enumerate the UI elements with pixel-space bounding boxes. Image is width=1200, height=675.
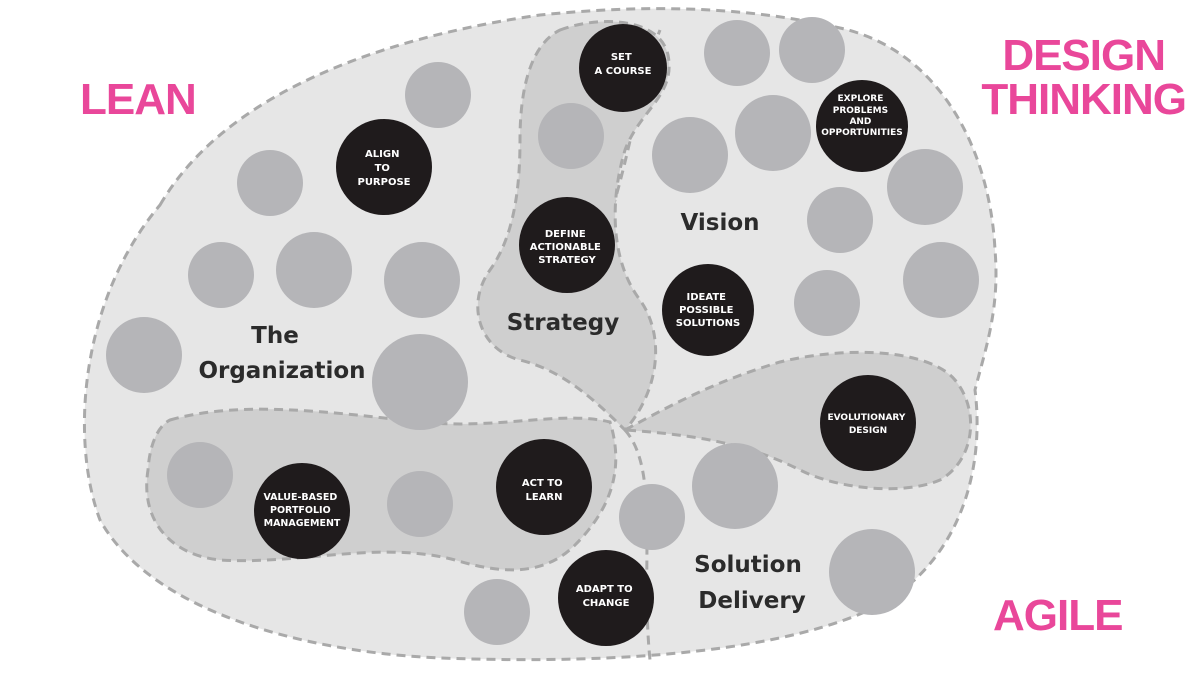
gray-circle xyxy=(538,103,604,169)
region-solution-delivery-label: Solution Delivery xyxy=(694,552,810,614)
node-label-line: DEFINE xyxy=(545,229,586,240)
node-act-to-learn xyxy=(496,439,592,535)
region-label-line: The xyxy=(251,323,299,349)
gray-circle xyxy=(779,17,845,83)
gray-circle xyxy=(807,187,873,253)
node-evolutionary-design-label: EVOLUTIONARY DESIGN xyxy=(827,413,908,436)
node-label-line: MANAGEMENT xyxy=(264,518,341,529)
node-label-line: EVOLUTIONARY xyxy=(827,413,905,423)
corner-label-line: DESIGN xyxy=(1002,31,1166,80)
gray-circle xyxy=(372,334,468,430)
corner-label-lean: LEAN xyxy=(80,75,197,124)
gray-circle xyxy=(829,529,915,615)
node-label-line: ACT TO xyxy=(522,478,563,489)
gray-circle xyxy=(384,242,460,318)
node-label-line: STRATEGY xyxy=(538,255,596,266)
gray-circle xyxy=(704,20,770,86)
node-label-line: A COURSE xyxy=(595,66,652,77)
region-label-line: Solution xyxy=(694,552,802,578)
gray-circle xyxy=(405,62,471,128)
node-label-line: OPPORTUNITIES xyxy=(821,128,902,138)
region-label-line: Strategy xyxy=(507,310,619,336)
gray-circle xyxy=(237,150,303,216)
gray-circle xyxy=(387,471,453,537)
node-ideate xyxy=(662,264,754,356)
node-set-a-course-label: SET A COURSE xyxy=(595,52,652,77)
region-organization-label: The Organization xyxy=(198,323,365,384)
node-label-line: ADAPT TO xyxy=(576,584,633,595)
node-label-line: ACTIONABLE xyxy=(530,242,601,253)
corner-label-line: THINKING xyxy=(981,75,1187,124)
gray-circle xyxy=(106,317,182,393)
node-set-a-course xyxy=(579,24,667,112)
node-explore-label: EXPLORE PROBLEMS AND OPPORTUNITIES xyxy=(821,94,902,138)
region-vision-label: Vision xyxy=(680,210,759,236)
node-evolutionary-design xyxy=(820,375,916,471)
node-adapt-to-change-label: ADAPT TO CHANGE xyxy=(576,584,636,609)
node-value-based-pm xyxy=(254,463,350,559)
region-label-line: Vision xyxy=(680,210,759,236)
gray-circle xyxy=(794,270,860,336)
node-label-line: POSSIBLE xyxy=(679,305,734,316)
dark-circles xyxy=(254,24,916,646)
node-align-to-purpose-label: ALIGN TO PURPOSE xyxy=(357,149,410,188)
node-align-to-purpose xyxy=(336,119,432,215)
gray-circle xyxy=(735,95,811,171)
node-label-line: PROBLEMS xyxy=(833,106,888,116)
node-label-line: AND xyxy=(849,117,871,127)
gray-circle xyxy=(464,579,530,645)
gray-circles xyxy=(106,17,979,645)
node-label-line: PORTFOLIO xyxy=(270,505,331,516)
node-label-line: ALIGN xyxy=(365,149,399,160)
node-ideate-label: IDEATE POSSIBLE SOLUTIONS xyxy=(676,292,740,329)
node-value-based-pm-label: VALUE-BASED PORTFOLIO MANAGEMENT xyxy=(263,492,340,529)
node-label-line: IDEATE xyxy=(687,292,727,303)
gray-circle xyxy=(619,484,685,550)
gray-circle xyxy=(692,443,778,529)
node-act-to-learn-label: ACT TO LEARN xyxy=(522,478,566,503)
node-label-line: VALUE-BASED xyxy=(263,492,337,503)
node-define-strategy-label: DEFINE ACTIONABLE STRATEGY xyxy=(530,229,605,266)
node-label-line: PURPOSE xyxy=(357,177,410,188)
node-label-line: CHANGE xyxy=(583,598,630,609)
corner-label-design-thinking: DESIGN THINKING xyxy=(981,31,1187,124)
region-label-line: Organization xyxy=(198,358,365,384)
corner-label-agile: AGILE xyxy=(993,591,1123,640)
node-label-line: TO xyxy=(375,163,390,174)
node-label-line: SOLUTIONS xyxy=(676,318,740,329)
node-define-strategy xyxy=(519,197,615,293)
gray-circle xyxy=(887,149,963,225)
node-label-line: DESIGN xyxy=(849,426,887,436)
gray-circle xyxy=(903,242,979,318)
gray-circle xyxy=(652,117,728,193)
node-explore xyxy=(816,80,908,172)
node-label-line: EXPLORE xyxy=(838,94,884,104)
node-label-line: LEARN xyxy=(525,492,562,503)
region-label-line: Delivery xyxy=(698,588,805,614)
gray-circle xyxy=(167,442,233,508)
gray-circle xyxy=(188,242,254,308)
gray-circle xyxy=(276,232,352,308)
region-strategy-label: Strategy xyxy=(507,310,619,336)
node-adapt-to-change xyxy=(558,550,654,646)
node-label-line: SET xyxy=(611,52,632,63)
